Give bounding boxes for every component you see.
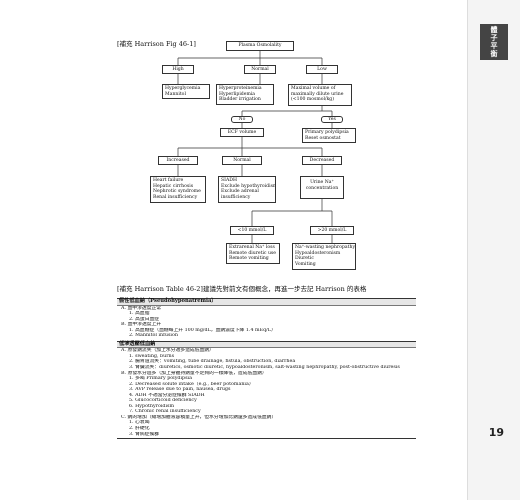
node-increased: Increased xyxy=(158,156,198,165)
page-number: 19 xyxy=(488,426,504,439)
table-row: 4. ADH 不適當分泌症候群 SIADH xyxy=(129,392,205,398)
table-row: 2. Mannitol infusion xyxy=(129,333,178,339)
node-line: Remote diuretic use xyxy=(229,250,276,256)
chapter-side-tab: 體子平衡 xyxy=(467,0,520,500)
table-row: 2. Decreased solute intake（e.g., beer po… xyxy=(129,381,254,387)
figure-caption: [補充 Harrison Fig 46-1] xyxy=(117,40,196,48)
node-extrarenal-loss: Extrarenal Na⁺ loss Remote diuretic use … xyxy=(226,243,280,264)
table-row: 3. AVP release due to pain, nausea, drug… xyxy=(129,387,231,393)
node-line: Hyperlipidemia xyxy=(219,91,256,97)
table-row: 2. 高蛋白血症 xyxy=(129,316,160,322)
node-line: Diuretic xyxy=(295,256,314,262)
node-no: No xyxy=(231,116,253,123)
node-line: Hyperglycemia xyxy=(165,86,201,91)
node-line: concentration xyxy=(305,185,339,191)
node-high-causes: Hyperglycemia Mannitol xyxy=(162,84,210,99)
node-yes: Yes xyxy=(321,116,343,123)
node-line: (<100 mosmol/kg) xyxy=(291,97,335,103)
node-line: Reset osmostat xyxy=(305,135,341,141)
chapter-tab-label: 體子平衡 xyxy=(480,24,508,60)
table-row: 2. 肝硬化 xyxy=(129,426,150,432)
node-gt20: >20 mmol/L xyxy=(310,226,354,235)
node-decreased: Decreased xyxy=(302,156,342,165)
node-line: maximally dilute urine xyxy=(291,91,344,97)
table-row: C. 鈉的增加（總增加體液容積量上升，但水分增加比鈉還多造成低血鈉） xyxy=(121,414,277,420)
table-caption: [補充 Harrison Table 46-2]建議先對前文有個概念，再進一步去… xyxy=(117,285,367,293)
table-row: 3. 腎臟流失：diuretics, osmotic diuretic, hyp… xyxy=(129,365,400,371)
node-line: Maximal volume of xyxy=(291,86,336,91)
table-row: B. 原發水分過多（加上身體持鈉量不足夠的一樣降低，造成低血鈉） xyxy=(121,370,267,376)
node-line: Remote vomiting xyxy=(229,256,269,262)
table-row: A. 血中滲透度正常 xyxy=(121,305,162,311)
node-line: insufficiency xyxy=(221,194,251,200)
table-row: B. 血中滲透度上升 xyxy=(121,322,162,328)
node-line: Nephrotic syndrome xyxy=(153,189,201,195)
node-line: Heart failure xyxy=(153,178,184,183)
chapter-tab-text: 體子平衡 xyxy=(490,26,498,58)
node-primary-polydipsia: Primary polydipsia Reset osmostat xyxy=(302,128,356,143)
node-renal-loss: Na⁺-wasting nephropathy Hypoaldosteronis… xyxy=(292,243,356,270)
node-normal: Normal xyxy=(244,65,276,74)
node-line: Hepatic cirrhosis xyxy=(153,183,194,189)
node-line: Exclude adrenal xyxy=(221,189,259,195)
node-low: Low xyxy=(306,65,338,74)
node-line: Urine Na⁺ xyxy=(310,180,334,185)
node-ecf-normal: Normal xyxy=(222,156,262,165)
node-line: Renal insufficiency xyxy=(153,194,198,200)
node-line: Primary polydipsia xyxy=(305,130,349,135)
node-line: Extrarenal Na⁺ loss xyxy=(229,245,275,250)
table-row: 1. sweating, burns xyxy=(129,353,175,359)
table-row: 6. Hypothyroidism xyxy=(129,403,175,409)
table-section-header: 假性低血鈉（Pseudohyponatremia） xyxy=(117,298,416,306)
node-plasma-osmolality: Plasma Osmolality xyxy=(226,41,294,51)
node-line: Hypoaldosteronism xyxy=(295,250,341,256)
table-row: 5. Glucocorticoid deficiency xyxy=(129,398,197,404)
table-row: 3. 腎病症候群 xyxy=(129,431,160,437)
table-row: 7. Chronic renal insufficiency xyxy=(129,409,201,415)
node-line: SIADH xyxy=(221,178,237,183)
node-increased-causes: Heart failure Hepatic cirrhosis Nephroti… xyxy=(150,176,206,203)
node-high: High xyxy=(162,65,194,74)
node-ecf-volume: ECF volume xyxy=(220,128,264,137)
table-row: 1. 高血脂 xyxy=(129,311,150,317)
table-row: A. 原發鈉流失（加上水分適多造成低血鈉） xyxy=(121,348,214,354)
table-row: 1. 多喝 Primary polydipsia xyxy=(129,376,192,382)
node-normal-causes: Hyperproteinemia Hyperlipidemia Bladder … xyxy=(216,84,274,105)
node-line: Mannitol xyxy=(165,91,186,97)
table-row: 1. 高血糖症（血糖每上升 100 mg/dL，血鈉濃度下降 1.4 mEq/L… xyxy=(129,327,276,333)
table-section-header: 低滲透壓低血鈉 xyxy=(117,340,416,349)
node-line: Hyperproteinemia xyxy=(219,86,262,91)
node-lt10: <10 mmol/L xyxy=(230,226,274,235)
node-low-desc: Maximal volume of maximally dilute urine… xyxy=(288,84,352,106)
node-line: Bladder irrigation xyxy=(219,97,261,103)
node-line: Exclude hypothyroidism xyxy=(221,183,276,189)
table-row: 1. 心衰竭 xyxy=(129,420,150,426)
node-line: Na⁺-wasting nephropathy xyxy=(295,245,356,250)
table-row: 2. 腸胃道流失：vomiting, tube drainage, fistul… xyxy=(129,359,296,365)
table-bottom-rule xyxy=(117,438,416,440)
node-line: Vomiting xyxy=(295,261,316,267)
node-urine-na: Urine Na⁺ concentration xyxy=(300,176,344,199)
node-siadh: SIADH Exclude hypothyroidism Exclude adr… xyxy=(218,176,276,203)
